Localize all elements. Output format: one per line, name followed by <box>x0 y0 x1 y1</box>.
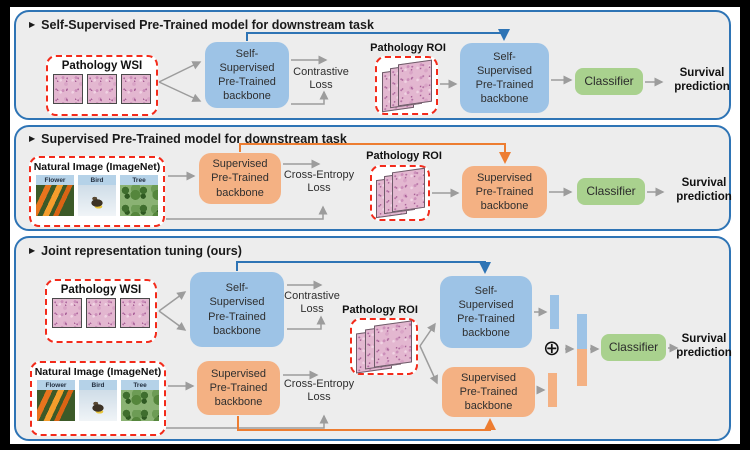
concat-feature-bar <box>577 314 587 386</box>
panel3-title-row: ▶ Joint representation tuning (ours) <box>29 244 242 258</box>
natural-image-label: Natural Image (ImageNet) <box>33 161 161 173</box>
roi-slide-image <box>398 59 432 107</box>
cross-entropy-loss-label: Cross-Entropy Loss <box>283 169 355 194</box>
natural-image-input-box: Natural Image (ImageNet) Flower Bird Tre… <box>30 361 166 436</box>
arrow-backbone-to-contrastive-bottom <box>287 315 326 330</box>
sup-pretrain-backbone-box: Supervised Pre-Trained backbone <box>197 361 280 415</box>
pathology-roi-label: Pathology ROI <box>366 150 442 162</box>
tree-image <box>121 390 159 421</box>
arrow-labels-to-loss <box>166 205 328 220</box>
panel2-title-row: ▶ Supervised Pre-Trained model for downs… <box>29 132 347 146</box>
sup-feature-bar <box>548 373 557 407</box>
sup-downstream-backbone-box: Supervised Pre-Trained backbone <box>462 166 547 218</box>
wsi-patch-image <box>52 298 82 328</box>
roi-slide-image <box>392 167 425 213</box>
image-caption: Flower <box>36 175 74 185</box>
flower-image <box>36 185 74 216</box>
image-caption: Flower <box>37 380 75 390</box>
survival-prediction-label: Survival prediction <box>674 67 730 94</box>
arrow-labels-to-crossentropy <box>166 414 329 429</box>
contrastive-loss-label: Contrastive Loss <box>284 290 340 315</box>
arrow-roi-to-ssl-backbone <box>419 322 436 347</box>
arrow-wsi-to-backbone-a <box>158 61 202 83</box>
pathology-roi-box <box>370 165 430 221</box>
pathology-wsi-input-box: Pathology WSI <box>46 55 158 116</box>
wsi-patch-image <box>121 74 151 104</box>
classifier-box: Classifier <box>575 68 643 95</box>
wsi-thumbnails <box>52 298 150 328</box>
panel3-title: Joint representation tuning (ours) <box>41 244 242 258</box>
bullet-icon: ▶ <box>29 20 36 29</box>
roi-slide-image <box>374 320 412 368</box>
natural-image-item: Bird <box>78 175 116 216</box>
panel1-title: Self-Supervised Pre-Trained model for do… <box>41 18 374 32</box>
arrow-weight-transfer-orange <box>237 416 496 431</box>
pathology-roi-box <box>375 56 438 115</box>
concat-feature-blue-part <box>577 314 587 349</box>
panel1-title-row: ▶ Self-Supervised Pre-Trained model for … <box>29 18 374 32</box>
pathology-roi-box <box>350 318 418 375</box>
natural-image-item: Flower <box>37 380 75 421</box>
panel-joint-tuning: ▶ Joint representation tuning (ours) Pat… <box>14 236 732 441</box>
survival-prediction-label: Survival prediction <box>676 333 732 360</box>
ssl-pretrain-backbone-box: Self- Supervised Pre-Trained backbone <box>190 272 284 347</box>
figure-canvas: ▶ Self-Supervised Pre-Trained model for … <box>10 7 740 444</box>
cross-entropy-loss-label: Cross-Entropy Loss <box>283 378 355 403</box>
survival-prediction-label: Survival prediction <box>676 177 732 204</box>
image-caption: Tree <box>121 380 159 390</box>
arrow-roi-to-sup-backbone <box>419 345 438 385</box>
wsi-patch-image <box>120 298 150 328</box>
ssl-pretrain-backbone-box: Self- Supervised Pre-Trained backbone <box>205 42 289 108</box>
natural-image-item: Bird <box>79 380 117 421</box>
image-caption: Bird <box>79 380 117 390</box>
panel-supervised: ▶ Supervised Pre-Trained model for downs… <box>14 125 732 231</box>
bullet-icon: ▶ <box>29 134 36 143</box>
ssl-downstream-backbone-box: Self- Supervised Pre-Trained backbone <box>440 276 532 348</box>
pathology-wsi-input-box: Pathology WSI <box>45 279 157 343</box>
pathology-roi-label: Pathology ROI <box>370 42 446 54</box>
flower-image <box>37 390 75 421</box>
concat-fusion-icon: ⊕ <box>543 337 561 360</box>
wsi-patch-image <box>87 74 117 104</box>
wsi-patch-image <box>53 74 83 104</box>
wsi-thumbnails <box>53 74 151 104</box>
panel2-title: Supervised Pre-Trained model for downstr… <box>41 132 347 146</box>
concat-feature-orange-part <box>577 349 587 386</box>
contrastive-loss-label: Contrastive Loss <box>293 66 349 91</box>
ssl-feature-bar <box>550 295 559 329</box>
sup-downstream-backbone-box: Supervised Pre-Trained backbone <box>442 367 535 417</box>
panel-self-supervised: ▶ Self-Supervised Pre-Trained model for … <box>14 10 731 120</box>
pathology-wsi-label: Pathology WSI <box>61 60 143 72</box>
classifier-box: Classifier <box>601 334 666 361</box>
arrow-wsi-to-backbone-a <box>158 291 187 312</box>
sup-pretrain-backbone-box: Supervised Pre-Trained backbone <box>199 153 281 204</box>
natural-image-item: Tree <box>120 175 158 216</box>
arrow-weight-transfer-blue <box>236 261 491 274</box>
image-caption: Bird <box>78 175 116 185</box>
pathology-wsi-label: Pathology WSI <box>60 284 142 296</box>
arrow-weight-transfer-blue <box>246 29 510 41</box>
natural-image-thumbnails: Flower Bird Tree <box>37 380 159 421</box>
image-caption: Tree <box>120 175 158 185</box>
natural-image-item: Tree <box>121 380 159 421</box>
classifier-box: Classifier <box>577 178 645 205</box>
arrow-wsi-to-backbone-b <box>158 310 187 331</box>
tree-image <box>120 185 158 216</box>
bird-image <box>78 185 116 216</box>
natural-image-item: Flower <box>36 175 74 216</box>
natural-image-thumbnails: Flower Bird Tree <box>36 175 158 216</box>
arrow-wsi-to-backbone-b <box>158 81 202 102</box>
wsi-patch-image <box>86 298 116 328</box>
arrow-backbone-to-loss-bottom <box>291 90 329 105</box>
natural-image-input-box: Natural Image (ImageNet) Flower Bird Tre… <box>29 156 165 227</box>
natural-image-label: Natural Image (ImageNet) <box>34 366 162 378</box>
bullet-icon: ▶ <box>29 246 36 255</box>
bird-image <box>79 390 117 421</box>
ssl-downstream-backbone-box: Self- Supervised Pre-Trained backbone <box>460 43 549 113</box>
pathology-roi-label: Pathology ROI <box>342 304 418 316</box>
